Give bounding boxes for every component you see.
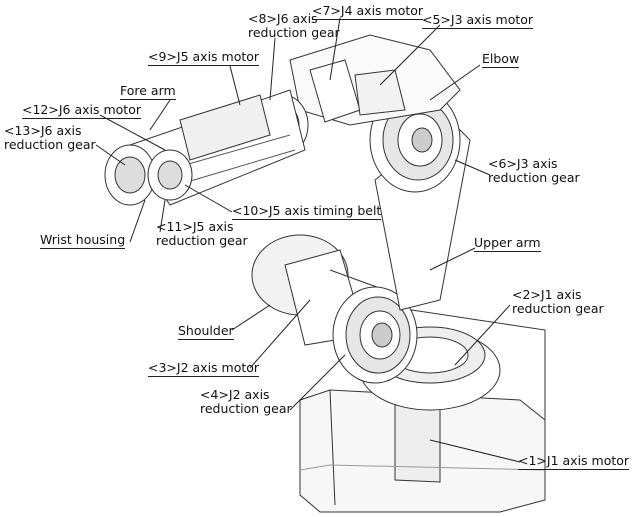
label-elbow: Elbow — [482, 51, 520, 68]
label-j3-motor: <5>J3 axis motor — [422, 12, 534, 29]
j4-j3-motors — [309, 59, 406, 123]
label-j5-timing-belt: <10>J5 axis timing belt — [232, 203, 382, 220]
base-body — [299, 299, 546, 513]
label-j1-motor: <1>J1 axis motor — [518, 453, 630, 470]
label-j6-motor: <12>J6 axis motor — [22, 102, 141, 119]
label-j5-motor: <9>J5 axis motor — [148, 49, 260, 66]
j2-reduction-gear — [332, 286, 418, 384]
label-j1-reduction-gear: <2>J1 axis reduction gear — [512, 287, 604, 316]
label-j6-reduction-gear-left: <13>J6 axis reduction gear — [4, 123, 96, 152]
leader-lines — [95, 17, 521, 463]
label-upper-arm: Upper arm — [474, 235, 541, 252]
label-j3-reduction-gear: <6>J3 axis reduction gear — [488, 156, 580, 185]
label-j2-motor: <3>J2 axis motor — [148, 360, 260, 377]
label-j2-reduction-gear: <4>J2 axis reduction gear — [200, 387, 292, 416]
label-j6-reduction-gear-top: <8>J6 axis reduction gear — [248, 11, 340, 40]
label-j4-motor: <7>J4 axis motor — [312, 3, 424, 20]
label-fore-arm: Fore arm — [120, 83, 176, 100]
label-wrist-housing: Wrist housing — [40, 232, 126, 249]
label-shoulder: Shoulder — [178, 323, 234, 340]
label-j5-reduction-gear: <11>J5 axis reduction gear — [156, 219, 248, 248]
